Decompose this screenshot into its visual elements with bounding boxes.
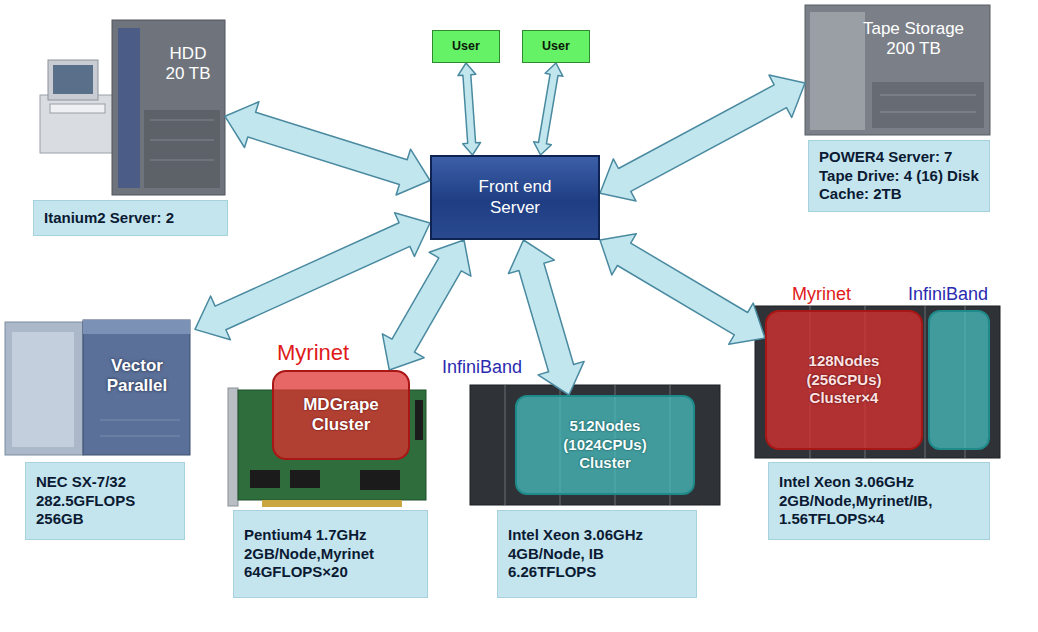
panel-line (150, 160, 214, 161)
box-label: MDGrape Cluster (291, 395, 391, 436)
box-label: NEC SX-7/32 282.5GFLOPS 256GB (36, 473, 174, 529)
network-label: Myrinet (277, 340, 349, 366)
board-bracket (228, 388, 238, 506)
box-label: Vector Parallel (87, 356, 187, 397)
box-body: Front end Server (432, 157, 598, 238)
box-body: Intel Xeon 3.06GHz 4GB/Node, IB 6.26TFLO… (498, 511, 696, 597)
double-arrow (600, 75, 805, 201)
panel-line (880, 95, 976, 96)
double-arrow (225, 102, 430, 195)
box-body: 128Nodes (256CPUs) Cluster×4 (767, 312, 921, 448)
monitor-screen (53, 65, 93, 94)
server-box: Front end Server (430, 155, 600, 240)
cabinet-panel (118, 28, 140, 188)
box-body: Itanium2 Server: 2 (34, 201, 227, 235)
box-label: User (452, 39, 480, 54)
box-label: Intel Xeon 3.06GHz 4GB/Node, IB 6.26TFLO… (508, 526, 686, 582)
chip (290, 470, 320, 488)
box-label: Intel Xeon 3.06GHz 2GB/Node,Myrinet/IB, … (779, 473, 979, 529)
console-desk (40, 95, 120, 153)
network-label: Myrinet (792, 284, 851, 306)
box-body: MDGrape Cluster (274, 372, 408, 458)
network-label: InfiniBand (908, 284, 988, 306)
box-body: Pentium4 1.7GHz 2GB/Node,Myrinet 64GFLOP… (234, 511, 427, 597)
rack-divider (924, 306, 926, 458)
box-label: HDD 20 TB (161, 44, 215, 85)
box-label: POWER4 Server: 7 Tape Drive: 4 (16) Disk… (819, 148, 979, 204)
chip (415, 400, 423, 440)
user-box: User (522, 30, 590, 63)
spec-box: POWER4 Server: 7 Tape Drive: 4 (16) Disk… (808, 140, 990, 212)
box-label: Itanium2 Server: 2 (44, 209, 174, 228)
network-label: InfiniBand (442, 357, 522, 379)
vector-illustration: Vector Parallel (5, 320, 195, 455)
double-arrow (195, 213, 430, 340)
double-arrow (382, 240, 471, 370)
keyboard (50, 104, 105, 113)
cabinet-panel (12, 332, 74, 447)
cabinet-panel (810, 12, 865, 130)
rack-row (470, 385, 720, 505)
box-label: User (542, 39, 570, 54)
spec-box: NEC SX-7/32 282.5GFLOPS 256GB (25, 462, 185, 540)
box-body: User (523, 31, 589, 62)
spec-box: Intel Xeon 3.06GHz 2GB/Node,Myrinet/IB, … (768, 462, 990, 540)
panel-line (100, 420, 180, 421)
disk-cabinet (112, 20, 225, 195)
vector-cabinet (5, 322, 83, 455)
box-label: 512Nodes (1024CPUs) Cluster (550, 417, 660, 473)
box-body: NEC SX-7/32 282.5GFLOPS 256GB (26, 463, 184, 539)
tape-cabinet (805, 5, 990, 135)
box-body: HDD 20 TB (40, 20, 225, 195)
cabinet-top (83, 320, 190, 334)
box-label: 128Nodes (256CPUs) Cluster×4 (792, 352, 897, 408)
double-arrow (458, 63, 481, 155)
box-body: POWER4 Server: 7 Tape Drive: 4 (16) Disk… (809, 141, 989, 211)
rack-divider (504, 385, 506, 505)
storage-illustration: HDD 20 TB (40, 20, 225, 195)
panel-line (150, 120, 214, 121)
spec-box: Intel Xeon 3.06GHz 4GB/Node, IB 6.26TFLO… (497, 510, 697, 598)
box-label: Pentium4 1.7GHz 2GB/Node,Myrinet 64GFLOP… (244, 526, 417, 582)
box-body: Tape Storage 200 TB (805, 5, 990, 135)
cabinet-panel (872, 82, 984, 128)
tape-illustration: Tape Storage 200 TB (805, 5, 990, 135)
edge-connector (262, 500, 402, 507)
panel-line (880, 112, 976, 113)
interconnect-box: InfiniBand (928, 310, 990, 450)
box-body: Vector Parallel (5, 320, 195, 455)
user-box: User (432, 30, 500, 63)
double-arrow (534, 63, 563, 155)
cluster-box: MDGrape ClusterMyrinet (272, 370, 410, 460)
spec-box: Pentium4 1.7GHz 2GB/Node,Myrinet 64GFLOP… (233, 510, 428, 598)
chip (360, 470, 400, 490)
box-label: Front end Server (465, 177, 565, 218)
monitor (48, 60, 98, 100)
spec-box: Itanium2 Server: 2 (33, 200, 228, 236)
cluster-box: 128Nodes (256CPUs) Cluster×4Myrinet (765, 310, 923, 450)
vector-cabinet (83, 320, 190, 455)
cluster-box: 512Nodes (1024CPUs) ClusterInfiniBand (515, 395, 695, 495)
box-label: Tape Storage 200 TB (851, 19, 976, 60)
panel-line (150, 140, 214, 141)
panel-line (100, 436, 180, 437)
box-body (930, 312, 988, 448)
cabinet-panel (144, 110, 220, 188)
chip (250, 470, 280, 488)
box-body: 512Nodes (1024CPUs) Cluster (517, 397, 693, 493)
box-body: Intel Xeon 3.06GHz 2GB/Node,Myrinet/IB, … (769, 463, 989, 539)
double-arrow (600, 234, 765, 345)
box-body: User (433, 31, 499, 62)
rack-row (755, 306, 1000, 458)
